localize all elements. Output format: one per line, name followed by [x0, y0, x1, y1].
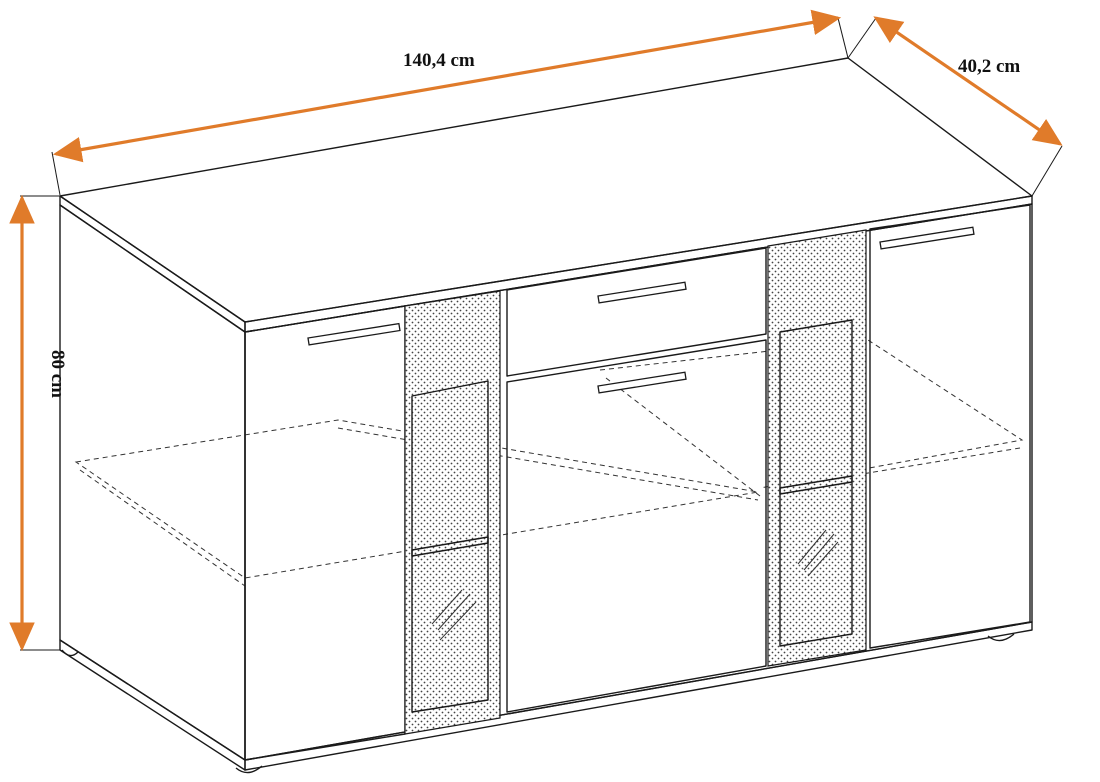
left-glass-column [404, 290, 501, 735]
hidden-shelves [74, 339, 1024, 587]
width-arrow-icon [52, 9, 842, 163]
cabinet-left-side [59, 204, 246, 761]
depth-arrow-icon [873, 16, 1063, 146]
drawer-front [506, 247, 767, 377]
height-label: 80 cm [47, 350, 68, 398]
cabinet-plinth [59, 639, 246, 771]
centre-section [506, 247, 767, 713]
cabinet-top-edge [244, 195, 1033, 333]
foot-front [235, 765, 263, 774]
centre-door-handle-icon [597, 371, 687, 394]
cabinet-body [59, 57, 1033, 774]
foot-right [987, 633, 1015, 642]
drawer-handle-icon [597, 281, 687, 304]
extension-lines [20, 17, 1063, 651]
foot-left [61, 649, 79, 657]
right-glass-column [767, 229, 867, 667]
centre-door [506, 339, 767, 713]
left-door [244, 305, 406, 761]
cabinet-front [244, 203, 1033, 761]
dimension-arrows [9, 9, 1063, 652]
width-label: 140,4 cm [403, 50, 475, 71]
right-door [869, 204, 1031, 649]
left-door-handle-icon [307, 322, 401, 346]
depth-label: 40,2 cm [958, 56, 1020, 77]
right-door-handle-icon [879, 226, 975, 250]
